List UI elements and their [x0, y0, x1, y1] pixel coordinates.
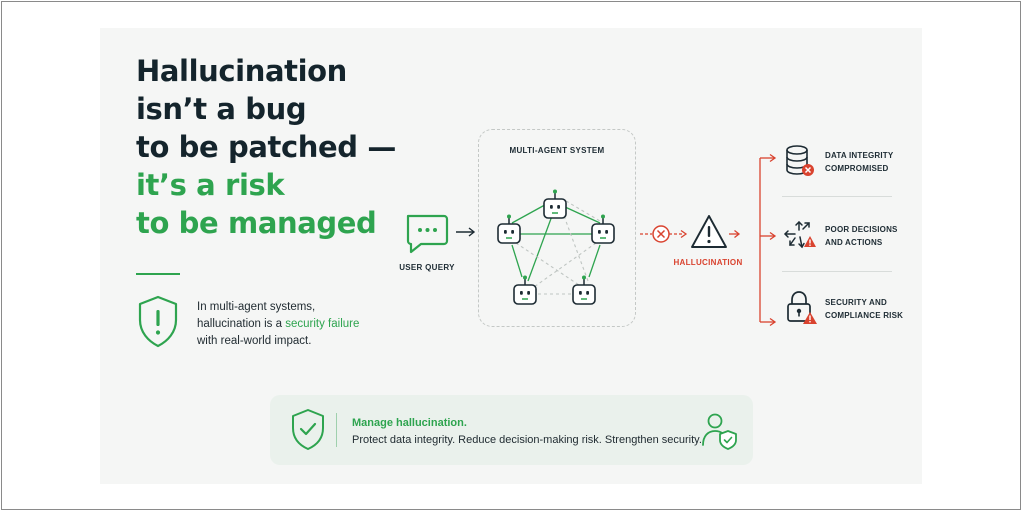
infographic-panel: Hallucination isn’t a bug to be patched …: [100, 28, 922, 484]
description-line-2-text: hallucination is a: [197, 318, 286, 330]
headline-line-3: to be patched —: [136, 130, 396, 164]
impact-3-line-2: COMPLIANCE RISK: [825, 311, 904, 320]
agent-robot-bottom-left: [513, 275, 537, 305]
callout-title: Manage hallucination.: [352, 417, 467, 429]
headline-line-2: isn’t a bug: [136, 92, 307, 126]
impact-2-line-2: AND ACTIONS: [825, 238, 883, 247]
headline-line-1: Hallucination: [136, 54, 347, 88]
impact-1-line-1: DATA INTEGRITY: [825, 151, 894, 160]
chat-bubble-icon: [406, 214, 449, 254]
accent-rule: [136, 273, 180, 275]
impact-branch-arrows: [759, 153, 777, 327]
scattered-arrows-warning-icon: [783, 220, 816, 249]
shield-check-icon: [292, 409, 324, 450]
headline: Hallucination isn’t a bug to be patched …: [136, 52, 396, 242]
multi-agent-system-box: [478, 129, 636, 327]
hallucination-label: HALLUCINATION: [673, 258, 743, 267]
description-line-2: hallucination is a security failure: [197, 318, 359, 330]
impact-poor-decisions: POOR DECISIONS AND ACTIONS: [825, 223, 898, 249]
arrow-right-icon: [456, 227, 476, 237]
agent-robot-right: [591, 214, 615, 244]
multi-agent-system-title: MULTI-AGENT SYSTEM: [509, 146, 605, 155]
callout-text: Protect data integrity. Reduce decision-…: [352, 434, 702, 446]
shield-alert-icon: [138, 295, 178, 348]
user-shield-icon: [702, 413, 737, 450]
description-line-1: In multi-agent systems,: [197, 301, 316, 313]
impact-security-compliance: SECURITY AND COMPLIANCE RISK: [825, 296, 903, 322]
description-line-3: with real-world impact.: [197, 335, 312, 347]
lock-warning-icon: [787, 291, 817, 324]
impact-2-line-1: POOR DECISIONS: [825, 225, 898, 234]
agent-network-diagram: [497, 189, 615, 305]
hallucination-flow-arrows: [640, 215, 741, 248]
impact-divider: [782, 196, 892, 197]
agent-robot-left: [497, 214, 521, 244]
callout-divider: [336, 413, 337, 447]
description: In multi-agent systems, hallucination is…: [197, 299, 377, 350]
close-circle-icon: [652, 225, 670, 243]
headline-line-4: it’s a risk: [136, 168, 285, 202]
security-failure-highlight: security failure: [285, 318, 360, 330]
database-error-icon: [786, 145, 814, 176]
headline-line-5: to be managed: [136, 206, 377, 240]
warning-triangle-icon: [691, 215, 727, 248]
impact-3-line-1: SECURITY AND: [825, 298, 887, 307]
impact-1-line-2: COMPROMISED: [825, 164, 889, 173]
agent-robot-bottom-right: [572, 275, 596, 305]
impact-divider: [782, 271, 892, 272]
user-query-label: USER QUERY: [399, 263, 455, 272]
agent-robot-top: [543, 189, 567, 219]
impact-data-integrity: DATA INTEGRITY COMPROMISED: [825, 149, 893, 175]
callout-box: [270, 395, 753, 465]
